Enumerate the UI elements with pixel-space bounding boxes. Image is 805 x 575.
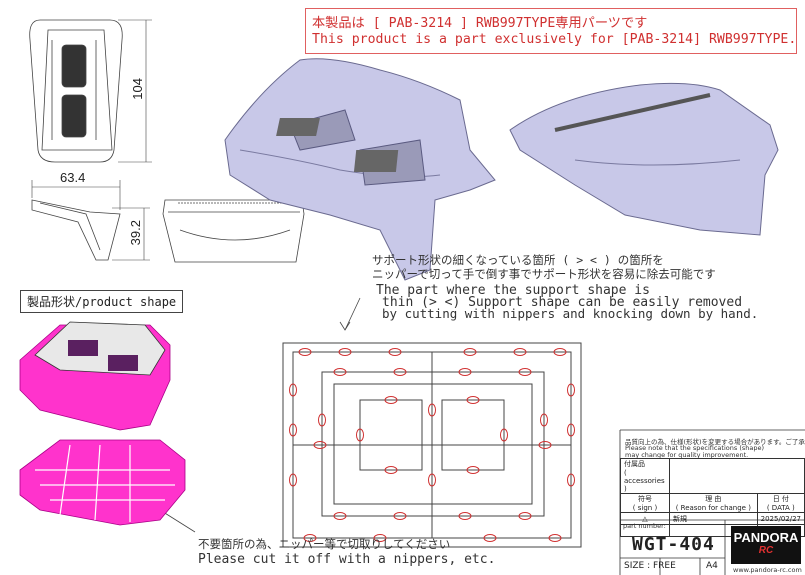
front-view-drawing bbox=[29, 19, 123, 163]
support-note-en-3: by cutting with nippers and knocking dow… bbox=[382, 306, 759, 321]
reason-jp: 理 由 bbox=[705, 495, 722, 503]
date-en: ( DATA ) bbox=[766, 504, 795, 512]
height-dimension-lines bbox=[118, 19, 152, 163]
product-shape-label: 製品形状/product shape bbox=[20, 290, 184, 313]
support-note-jp-2: ニッパーで切って手で倒す事でサポート形状を容易に除去可能です bbox=[372, 267, 716, 281]
logo-text: PANDORA bbox=[733, 530, 799, 545]
date-value: 2025/02/27 bbox=[756, 512, 805, 525]
part-number-label: part number: bbox=[623, 522, 666, 530]
support-cut-points bbox=[289, 348, 575, 542]
spec-note-en-2: may change for quality improvement. bbox=[625, 451, 749, 459]
sign-jp: 符号 bbox=[638, 495, 652, 503]
accessories-en: ( accessories ) bbox=[624, 469, 665, 493]
accessories-jp: 付属品 bbox=[624, 460, 645, 468]
revision-table: 付属品 ( accessories ) 符号 ( sign ) 理 由 ( Re… bbox=[620, 458, 805, 537]
cut-note-en: Please cut it off with a nippers, etc. bbox=[198, 552, 496, 567]
empty-cell bbox=[620, 524, 670, 537]
accessories-value bbox=[669, 458, 805, 494]
paper-size: A4 bbox=[706, 561, 718, 571]
render-right bbox=[509, 82, 779, 236]
support-schematic bbox=[282, 342, 582, 548]
render-left bbox=[224, 58, 496, 281]
dimension-width: 63.4 bbox=[60, 170, 86, 185]
new-label: 新規 bbox=[669, 512, 758, 525]
accessories-cell: 付属品 ( accessories ) bbox=[620, 458, 670, 494]
date-jp: 日 付 bbox=[772, 495, 789, 503]
cut-note-jp: 不要箇所の為、ニッパー等で切取りしてください bbox=[198, 537, 451, 551]
notice-en: This product is a part exclusively for [… bbox=[312, 32, 797, 47]
logo-sub: RC bbox=[758, 545, 774, 556]
part-number: WGT-404 bbox=[632, 534, 715, 555]
leader-arrows bbox=[159, 297, 361, 533]
support-note-en-1: The part where the support shape is bbox=[376, 283, 650, 298]
date-header: 日 付 ( DATA ) bbox=[756, 493, 805, 513]
sign-header: 符号 ( sign ) bbox=[620, 493, 670, 513]
reason-en: ( Reason for change ) bbox=[675, 504, 751, 512]
width-dimension-lines bbox=[31, 180, 150, 261]
spec-note-en-1: Please note that the specifications (sha… bbox=[625, 444, 765, 452]
support-only-magenta bbox=[19, 439, 186, 526]
product-with-support bbox=[19, 321, 171, 431]
support-note-jp-1: サポート形状の細くなっている箇所 ( > < ) の箇所を bbox=[372, 253, 664, 267]
exclusive-part-notice: 本製品は [ PAB-3214 ] RWB997TYPE専用パーツです This… bbox=[305, 8, 797, 54]
support-note-en-2: thin (> <) Support shape can be easily r… bbox=[382, 295, 743, 310]
pandora-logo: PANDORA RC bbox=[731, 526, 801, 564]
notice-jp: 本製品は [ PAB-3214 ] RWB997TYPE専用パーツです bbox=[312, 16, 648, 31]
dimension-depth: 39.2 bbox=[128, 220, 143, 246]
dimension-height: 104 bbox=[130, 78, 145, 100]
side-view-drawing bbox=[31, 199, 121, 261]
size-label: SIZE : FREE bbox=[624, 561, 676, 571]
rear-view-drawing bbox=[162, 199, 305, 263]
sign-en: ( sign ) bbox=[632, 504, 658, 512]
spec-note-jp: 品質向上の為、仕様(形状)を変更する場合があります。ご了承ください。 bbox=[625, 438, 805, 446]
warning-icon: △ bbox=[642, 514, 648, 523]
reason-header: 理 由 ( Reason for change ) bbox=[669, 493, 758, 513]
website-url: www.pandora-rc.com bbox=[733, 566, 802, 574]
